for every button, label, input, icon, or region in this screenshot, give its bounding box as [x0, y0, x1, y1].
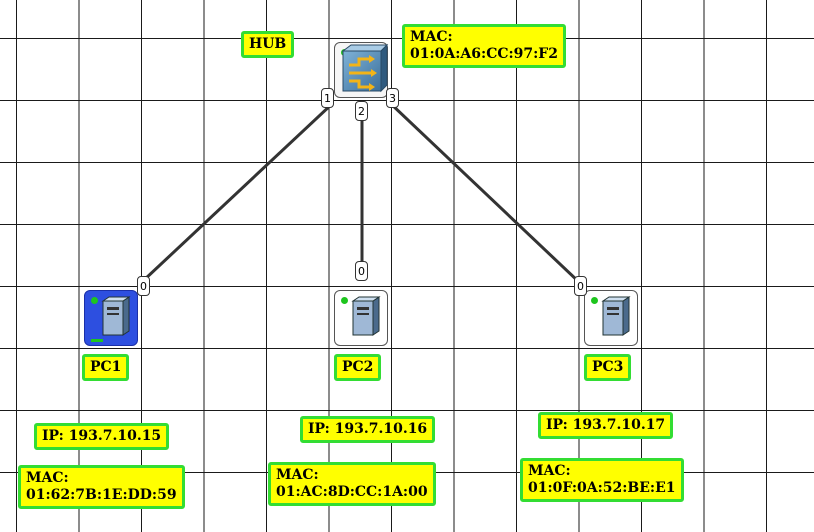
hub-device[interactable] [334, 42, 389, 98]
pc1-ip-label: IP: 193.7.10.15 [34, 423, 170, 450]
pc3-computer-icon [601, 296, 631, 336]
pc3-ip-label: IP: 193.7.10.17 [538, 412, 674, 439]
pc3-port-0[interactable]: 0 [574, 276, 587, 296]
pc1-port-0[interactable]: 0 [137, 276, 150, 296]
pc1-computer-icon [91, 296, 131, 342]
hub-icon [341, 43, 389, 93]
hub-port-2[interactable]: 2 [355, 101, 368, 121]
pc2-computer-icon [351, 296, 381, 336]
pc1-status-led [91, 297, 98, 304]
pc3-device[interactable] [584, 290, 638, 346]
pc2-device[interactable] [334, 290, 388, 346]
pc1-name-label: PC1 [82, 354, 130, 381]
pc3-name-label: PC3 [584, 354, 632, 381]
pc1-device[interactable] [84, 290, 138, 346]
pc2-ip-label: IP: 193.7.10.16 [300, 416, 436, 443]
hub-mac-label: MAC: 01:0A:A6:CC:97:F2 [402, 24, 566, 68]
hub-port-1[interactable]: 1 [321, 88, 334, 108]
link-hub-pc3[interactable] [388, 101, 582, 285]
link-hub-pc1[interactable] [142, 101, 335, 282]
pc2-port-0[interactable]: 0 [355, 261, 368, 281]
pc3-mac-label: MAC: 01:0F:0A:52:BE:E1 [520, 458, 684, 502]
pc1-mac-label: MAC: 01:62:7B:1E:DD:59 [18, 465, 185, 509]
hub-name-label: HUB [241, 31, 295, 58]
pc2-mac-label: MAC: 01:AC:8D:CC:1A:00 [268, 462, 436, 506]
hub-port-3[interactable]: 3 [386, 88, 399, 108]
pc2-name-label: PC2 [334, 354, 382, 381]
pc3-status-led [591, 297, 598, 304]
pc2-status-led [341, 297, 348, 304]
